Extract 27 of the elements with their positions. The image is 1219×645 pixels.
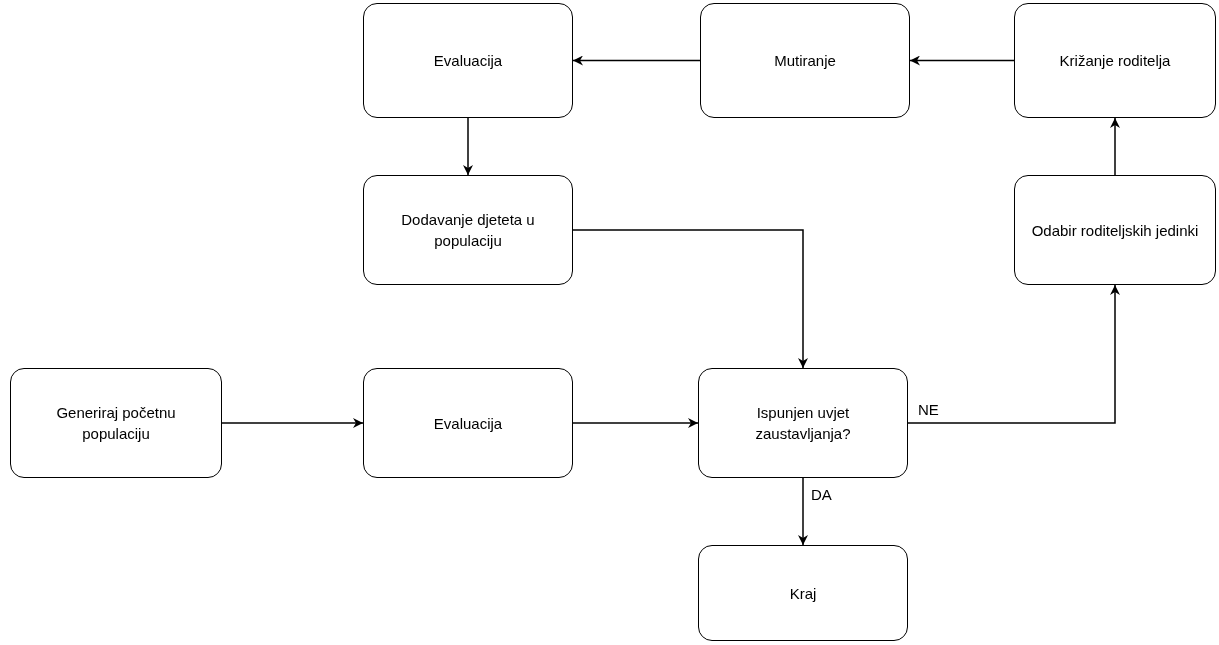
box-label: Generiraj početnu populaciju [55, 403, 177, 444]
process-box [1014, 3, 1216, 118]
arrow [463, 117, 473, 176]
box-label: Odabir roditeljskih jedinki [1031, 220, 1199, 241]
process-box [1014, 175, 1216, 285]
arrow [798, 477, 808, 546]
box-label: Križanje roditelja [1059, 51, 1171, 71]
process-box [698, 545, 908, 641]
process-box [698, 368, 908, 478]
box-label: Dodavanje djeteta u populaciju [400, 210, 536, 251]
box-label: Ispunjen uvjet zaustavljanja? [754, 403, 852, 444]
process-box [363, 175, 573, 285]
process-box [363, 368, 573, 478]
box-label: Kraj [789, 583, 817, 604]
arrow [907, 284, 1120, 424]
arrow [572, 418, 699, 428]
process-box [363, 3, 573, 118]
arrow [1110, 117, 1120, 176]
arrow [572, 229, 808, 369]
arrow [909, 55, 1015, 66]
arrow [572, 55, 701, 66]
arrow [221, 418, 364, 428]
box-label: Evaluacija [433, 413, 503, 434]
process-box [10, 368, 222, 478]
box-label: Evaluacija [433, 51, 503, 71]
process-box [700, 3, 910, 118]
box-label: Mutiranje [774, 51, 836, 71]
